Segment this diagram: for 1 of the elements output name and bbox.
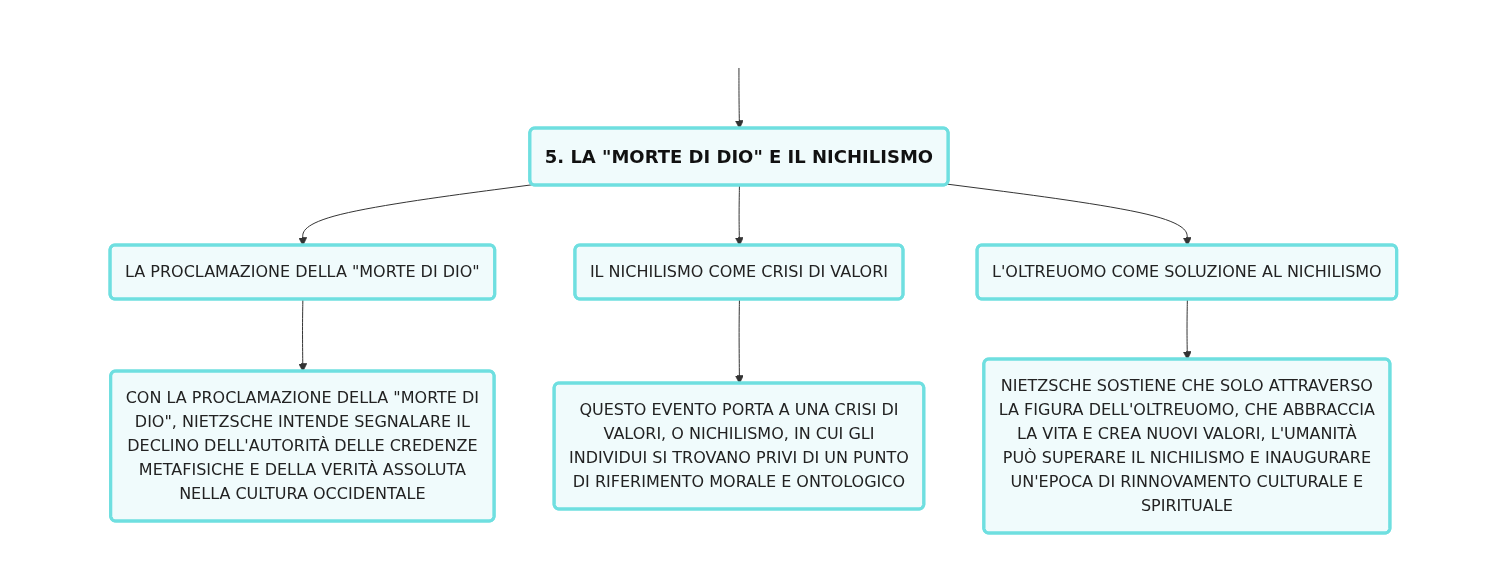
arrow xyxy=(735,67,744,129)
